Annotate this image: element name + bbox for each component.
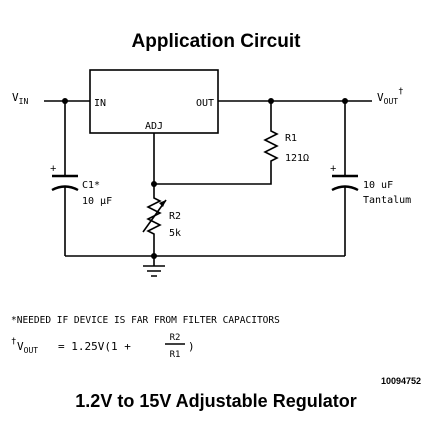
r1-to-adj-wire — [154, 166, 272, 185]
formula-dagger: † — [11, 337, 16, 347]
vin-label: VIN — [12, 91, 28, 106]
formula-lhs: VOUT — [17, 340, 38, 355]
r2-name: R2 — [169, 211, 181, 222]
r2-value: 5k — [169, 228, 181, 239]
cout-value: 10 uF — [363, 180, 393, 191]
cout-plus: + — [330, 163, 336, 175]
formula-close: ) — [188, 340, 195, 353]
r2-arrowhead — [159, 200, 166, 207]
resistor-r1 — [263, 101, 279, 166]
c1-name: C1* — [82, 180, 100, 191]
formula-numerator: R2 — [170, 333, 181, 343]
cout-type: Tantalum — [363, 195, 411, 206]
r1-name: R1 — [285, 133, 297, 144]
ground-icon — [143, 265, 165, 277]
r1-value: 121Ω — [285, 153, 309, 164]
footnote: *NEEDED IF DEVICE IS FAR FROM FILTER CAP… — [11, 315, 280, 326]
vout-label: VOUT† — [377, 87, 404, 106]
formula-denominator: R1 — [170, 350, 181, 360]
pin-in-label: IN — [94, 98, 106, 109]
figure-title: Application Circuit — [132, 31, 302, 52]
pin-out-label: OUT — [196, 98, 214, 109]
figure-id: 10094752 — [381, 376, 421, 386]
pin-adj-label: ADJ — [145, 121, 163, 132]
formula-rhs: = 1.25V(1 + — [58, 340, 131, 353]
figure-caption: 1.2V to 15V Adjustable Regulator — [75, 391, 356, 411]
c1-plus: + — [50, 163, 56, 175]
c1-value: 10 µF — [82, 196, 112, 207]
